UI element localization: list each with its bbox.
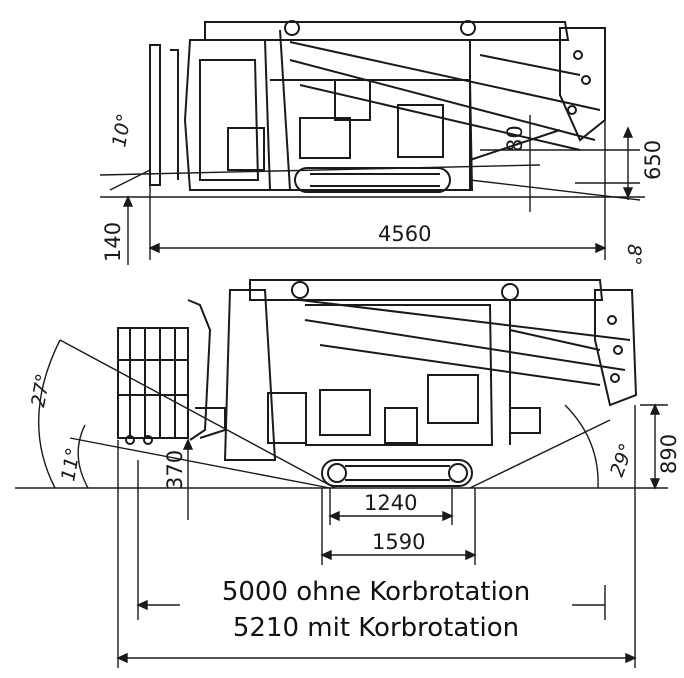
dimension-height-890: 890 [657,434,681,474]
dimension-clearance-370: 370 [163,450,187,490]
machine-working-position [117,279,638,487]
caption-line-without-rotation: 5000 ohne Korbrotation [221,577,531,607]
dimension-length-4560: 4560 [378,222,431,246]
top-dimension-lines [99,115,645,265]
dimension-height-80: 80 [503,125,527,152]
angle-label-29: 29° [606,441,638,480]
caption-line-with-rotation: 5210 mit Korbrotation [232,613,520,643]
bottom-labels: 890 370 1240 1590 27° 11° 29° [27,372,681,554]
angle-label-10: 10° [108,112,136,149]
dimension-track-1240: 1240 [364,491,417,515]
bottom-dimension-lines [15,339,668,668]
length-caption: 5000 ohne Korbrotation 5210 mit Korbrota… [180,568,572,656]
angle-label-11: 11° [57,446,85,483]
dimension-track-1590: 1590 [372,530,425,554]
angle-label-27: 27° [27,372,55,409]
top-labels: 4560 650 80 140 10° 8° [101,112,665,266]
machine-transport-position [149,20,606,193]
dimension-height-650: 650 [641,140,665,180]
angle-label-8: 8° [623,244,645,266]
dimension-ground-140: 140 [101,222,125,262]
